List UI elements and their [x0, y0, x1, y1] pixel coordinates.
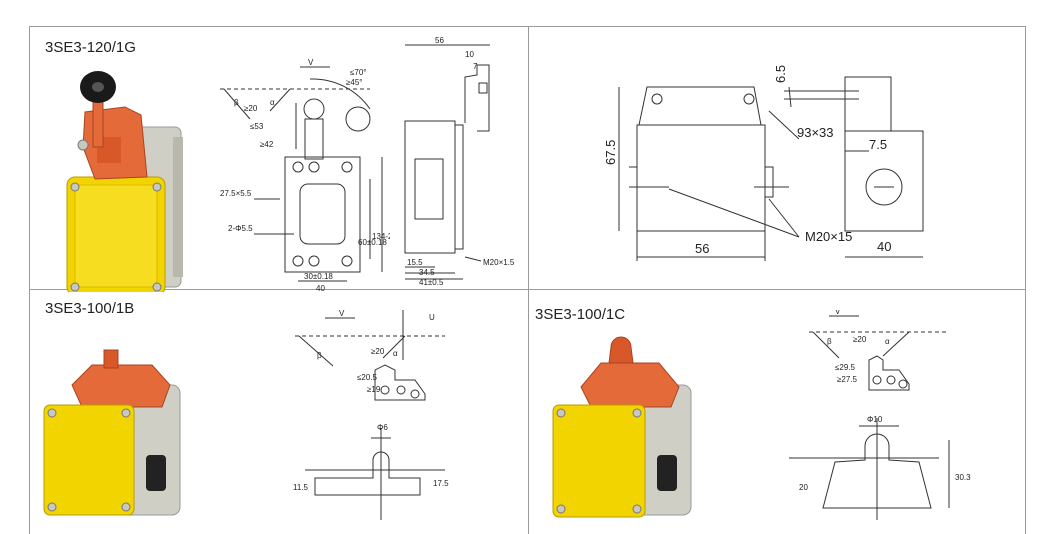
plunger-labels-1b: V U β α ≥20 ≤20.5 ≥19 Φ6 11.5 17.5	[293, 310, 449, 492]
housing-labels: 6.5 67.5 93×33 7.5 56 M20×15 40	[603, 65, 891, 256]
svg-text:α: α	[393, 349, 398, 358]
svg-text:M20×15: M20×15	[805, 229, 852, 244]
side-view-drawing	[404, 44, 490, 280]
product-photo-roller-lever	[66, 71, 183, 292]
panel-3se3-120-1g: 3SE3-120/1G	[30, 27, 528, 293]
model-label: 3SE3-100/1C	[535, 306, 626, 323]
svg-text:20: 20	[799, 483, 808, 492]
svg-text:60±0.18: 60±0.18	[358, 238, 387, 247]
svg-text:≤29.5: ≤29.5	[835, 363, 856, 372]
svg-text:93×33: 93×33	[797, 125, 834, 140]
svg-text:≥27.5: ≥27.5	[837, 375, 858, 384]
product-photo-plunger	[43, 349, 181, 516]
svg-text:≥45°: ≥45°	[346, 78, 363, 87]
svg-text:11.5: 11.5	[293, 483, 309, 492]
svg-text:27.5×5.5: 27.5×5.5	[220, 189, 252, 198]
svg-text:41±0.5: 41±0.5	[419, 278, 444, 287]
svg-text:30.3: 30.3	[955, 473, 971, 482]
panel-3se3-100-1b: 3SE3-100/1B V U β α ≥20 ≤20.5 ≥19 Φ6 11.…	[30, 290, 528, 534]
svg-text:15.5: 15.5	[407, 258, 423, 267]
front-view-labels: V ≤70° ≥45° β α ≥20 ≤53 ≥42 27.5×5.5 2-Φ…	[220, 58, 390, 293]
svg-text:Φ6: Φ6	[377, 423, 388, 432]
side-view-labels: 56 10 7 15.5 34.5 41±0.5 M20×1.5	[407, 36, 515, 287]
svg-text:10: 10	[465, 50, 474, 59]
svg-text:α: α	[885, 337, 890, 346]
svg-text:β: β	[317, 351, 322, 360]
svg-text:34.5: 34.5	[419, 268, 435, 277]
product-photo-dome-plunger	[552, 336, 692, 518]
panel-3se3-100-1c: 3SE3-100/1C V β α ≥20 ≤29.5 ≥27.5 Φ10 20…	[529, 290, 1026, 534]
svg-text:≥42: ≥42	[260, 140, 274, 149]
svg-text:≥20: ≥20	[244, 104, 258, 113]
svg-text:7.5: 7.5	[869, 137, 887, 152]
svg-text:17.5: 17.5	[433, 479, 449, 488]
svg-text:≤70°: ≤70°	[350, 68, 367, 77]
svg-text:56: 56	[435, 36, 444, 45]
svg-text:≥19: ≥19	[367, 385, 381, 394]
svg-text:40: 40	[877, 239, 891, 254]
svg-text:U: U	[429, 313, 435, 322]
svg-text:≥20: ≥20	[371, 347, 385, 356]
plunger-drawing-1b	[295, 310, 445, 520]
svg-text:V: V	[339, 310, 345, 318]
svg-text:≥20: ≥20	[853, 335, 867, 344]
housing-drawing	[618, 76, 924, 261]
svg-text:β: β	[234, 98, 239, 107]
svg-text:7: 7	[473, 62, 478, 71]
svg-text:6.5: 6.5	[773, 65, 788, 83]
svg-text:67.5: 67.5	[603, 140, 618, 165]
svg-text:30±0.18: 30±0.18	[304, 272, 333, 281]
front-view-drawing	[220, 66, 383, 282]
model-label: 3SE3-100/1B	[45, 300, 135, 317]
svg-text:2-Φ5.5: 2-Φ5.5	[228, 224, 253, 233]
svg-text:≤20.5: ≤20.5	[357, 373, 378, 382]
svg-text:M20×1.5: M20×1.5	[483, 258, 515, 267]
svg-text:40: 40	[316, 284, 325, 293]
svg-text:V: V	[308, 58, 314, 67]
plunger-drawing-1c	[789, 315, 950, 520]
svg-text:56: 56	[695, 241, 709, 256]
panel-housing-dimensions: 6.5 67.5 93×33 7.5 56 M20×15 40	[529, 27, 1026, 289]
svg-text:α: α	[270, 98, 275, 107]
svg-text:V: V	[835, 310, 841, 316]
svg-text:134-2.5: 134-2.5	[372, 232, 390, 241]
svg-text:≤53: ≤53	[250, 122, 264, 131]
svg-text:β: β	[827, 337, 832, 346]
plunger-labels-1c: V β α ≥20 ≤29.5 ≥27.5 Φ10 20 30.3	[799, 310, 971, 492]
model-label: 3SE3-120/1G	[45, 39, 136, 56]
svg-text:Φ10: Φ10	[867, 415, 883, 424]
